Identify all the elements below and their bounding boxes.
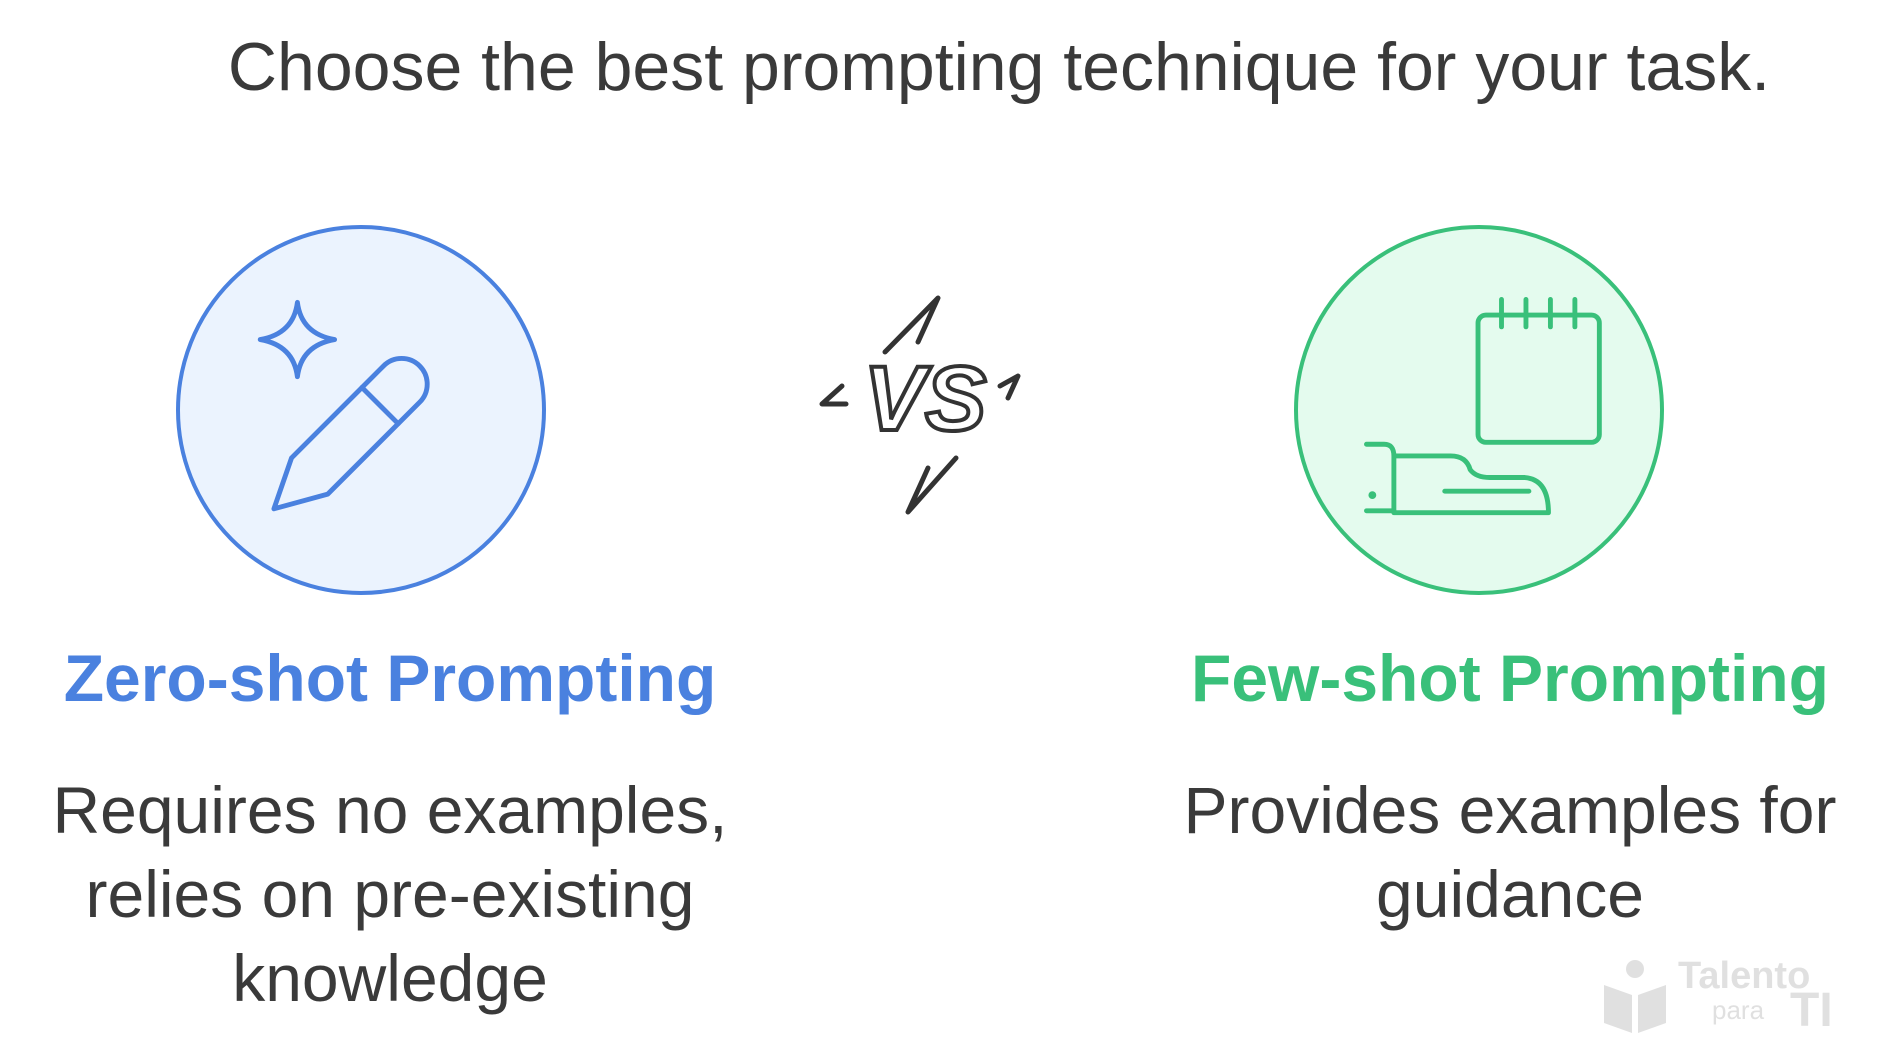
- few-shot-heading: Few-shot Prompting: [1191, 641, 1829, 715]
- watermark-text: Talento: [1678, 955, 1811, 997]
- watermark-text: para: [1712, 995, 1765, 1025]
- vs-icon: VS: [819, 295, 1021, 515]
- description-line: Provides examples for: [1183, 773, 1837, 847]
- description-line: relies on pre-existing: [85, 857, 695, 931]
- watermark-text: TI: [1790, 984, 1833, 1037]
- description-line: Requires no examples,: [52, 773, 728, 847]
- pencil-sparkle-icon: [257, 299, 430, 512]
- watermark-icon: [1604, 960, 1666, 1033]
- notepad-hand-icon: [1364, 296, 1602, 516]
- description-line: knowledge: [232, 941, 548, 1015]
- page-title: Choose the best prompting technique for …: [227, 29, 1771, 105]
- zero-shot-description: Requires no examples, relies on pre-exis…: [20, 768, 760, 1020]
- few-shot-icon-circle: [1294, 225, 1664, 595]
- zero-shot-heading: Zero-shot Prompting: [63, 641, 717, 715]
- few-shot-description: Provides examples for guidance: [1130, 768, 1888, 936]
- description-line: guidance: [1376, 857, 1644, 931]
- zero-shot-icon-circle: [176, 225, 546, 595]
- vs-label: VS: [864, 348, 987, 450]
- watermark-logo: Talento para TI: [1600, 955, 1840, 1037]
